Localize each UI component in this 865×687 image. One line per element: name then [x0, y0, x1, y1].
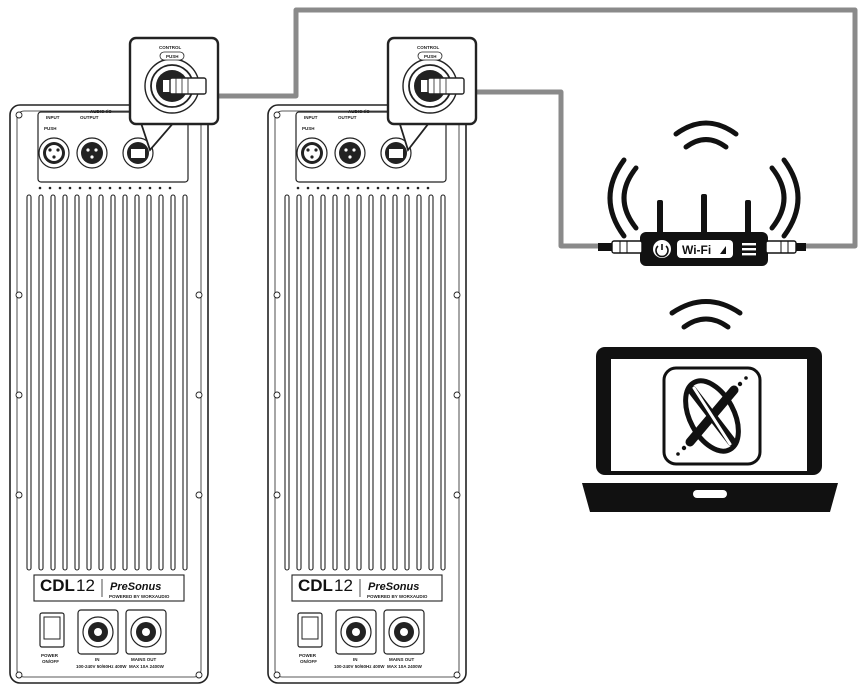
speaker-2: INPUT PUSH OUTPUT AUDIO I/O CDL 12 PreSo…: [268, 105, 466, 683]
speaker-2-mains-out-label: MAINS OUT: [389, 657, 415, 662]
speaker-1-mains-out-label: MAINS OUT: [131, 657, 157, 662]
speaker-1-brand: PreSonus: [110, 581, 161, 593]
speaker-1-ethercon-connector: [128, 36, 220, 126]
ethernet-cables: [216, 7, 858, 249]
speaker-2-model-prefix: CDL: [298, 576, 333, 595]
speaker-1-output-label: OUTPUT: [80, 115, 99, 120]
speaker-1-power-label: POWER: [41, 653, 59, 658]
speaker-1-brand-tagline: POWERED BY WORXAUDIO: [109, 594, 170, 599]
wifi-router: Wi-Fi: [598, 120, 806, 266]
speaker-2-control-push-label: PUSH: [424, 54, 437, 59]
wifi-signal-icon: [720, 246, 726, 254]
speaker-1-control-label: CONTROL: [159, 45, 181, 50]
speaker-1-in-sub-label: 100-240V 50/60Hz 400W: [76, 664, 127, 669]
router-ethernet-plug-left: [598, 240, 643, 254]
speaker-1-power-sub-label: ON/OFF: [42, 659, 59, 664]
speaker-2-audio-io-label: AUDIO I/O: [348, 109, 370, 114]
cable-speaker2-to-router: [474, 89, 612, 249]
speaker-1-in-label: IN: [95, 657, 100, 662]
menu-icon: [742, 243, 756, 256]
speaker-1-push-label: PUSH: [44, 126, 57, 131]
router-label: Wi-Fi: [682, 243, 711, 257]
speaker-1-control-push-label: PUSH: [166, 54, 179, 59]
router-ethernet-plug-right: [765, 240, 806, 254]
speaker-1-model-prefix: CDL: [40, 576, 75, 595]
speaker-1: INPUT PUSH OUTPUT AUDIO I/O CDL 12 PreSo…: [10, 105, 208, 683]
speaker-2-control-callout: CONTROL PUSH: [386, 36, 478, 152]
speaker-1-input-label: INPUT: [46, 115, 60, 120]
speaker-1-audio-io-label: AUDIO I/O: [90, 109, 112, 114]
speaker-1-control-callout: CONTROL PUSH: [128, 36, 220, 152]
speaker-2-output-label: OUTPUT: [338, 115, 357, 120]
speaker-2-brand-tagline: POWERED BY WORXAUDIO: [367, 594, 428, 599]
cable-speaker1-to-router: [216, 7, 858, 249]
speaker-2-power-label: POWER: [299, 653, 317, 658]
speaker-2-push-label: PUSH: [302, 126, 315, 131]
laptop-trackpad: [693, 490, 727, 498]
speaker-2-input-label: INPUT: [304, 115, 318, 120]
speaker-1-mains-out-sub-label: MAX 10A 2400W: [129, 664, 165, 669]
x-logo-app-icon: [662, 366, 762, 466]
speaker-1-model-number: 12: [76, 576, 95, 595]
laptop-wifi-waves-icon: [669, 299, 743, 330]
speaker-2-power-sub-label: ON/OFF: [300, 659, 317, 664]
speaker-2-in-label: IN: [353, 657, 358, 662]
speaker-2-mains-out-sub-label: MAX 10A 2400W: [387, 664, 423, 669]
speaker-2-ethercon-connector: [386, 36, 478, 126]
speaker-2-model-number: 12: [334, 576, 353, 595]
speaker-2-control-label: CONTROL: [417, 45, 439, 50]
router-wifi-waves-icon: [607, 120, 801, 239]
speaker-2-brand: PreSonus: [368, 581, 419, 593]
speaker-2-in-sub-label: 100-240V 50/60Hz 400W: [334, 664, 385, 669]
laptop: [582, 299, 838, 512]
